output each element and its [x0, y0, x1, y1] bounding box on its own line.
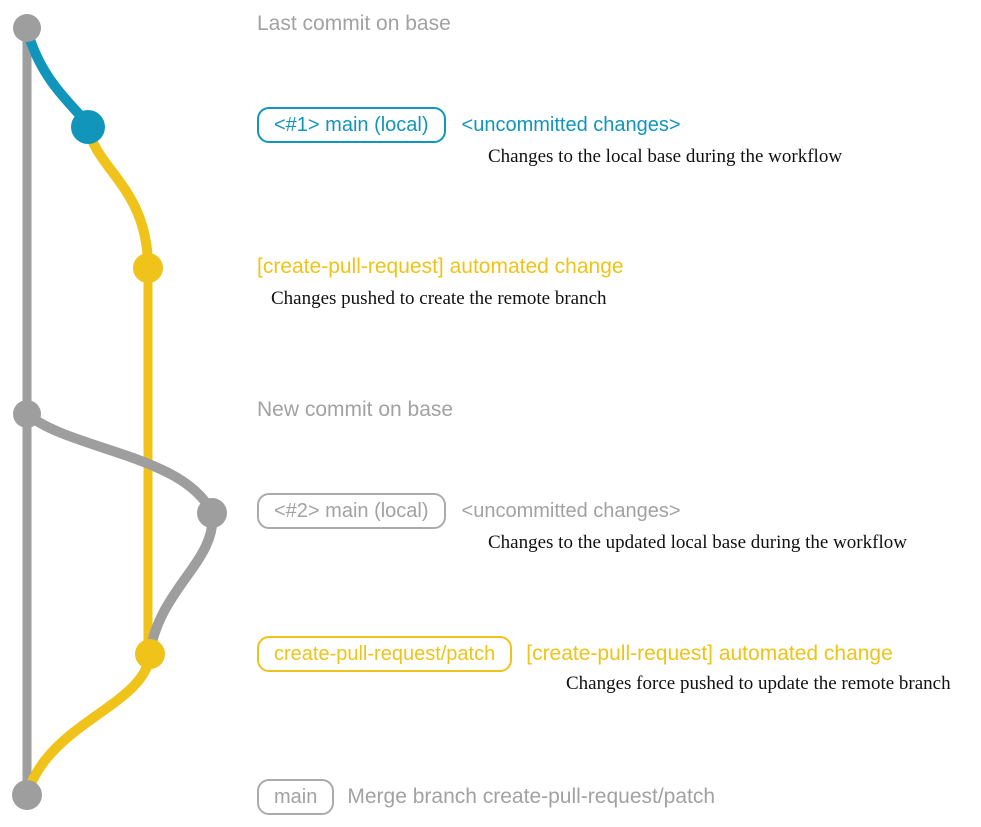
annotation-push1: Changes pushed to create the remote bran…: [271, 288, 607, 309]
commit-node-patch1: [133, 253, 163, 283]
edge-main1-to-patch: [83, 125, 153, 269]
row-main2: <#2> main (local) <uncommitted changes> …: [257, 493, 907, 554]
branch-badge-main: main: [257, 779, 335, 815]
commit-node-patch2: [135, 639, 165, 669]
row-push2: create-pull-request/patch [create-pull-r…: [257, 636, 951, 695]
row-main1: <#1> main (local) <uncommitted changes> …: [257, 107, 842, 168]
branch-badge-main2: <#2> main (local): [257, 493, 446, 529]
commit-node-last-base: [13, 14, 41, 42]
annotation-main2: Changes to the updated local base during…: [488, 532, 907, 553]
last-commit-label: Last commit on base: [257, 12, 451, 35]
branch-badge-main1: <#1> main (local): [257, 107, 446, 143]
edge-base-to-main1: [22, 28, 92, 128]
commit-node-new-base: [13, 400, 41, 428]
edge-main2-to-patch: [145, 512, 218, 655]
uncommitted-changes-label-2: <uncommitted changes>: [461, 499, 681, 522]
row-merge: main Merge branch create-pull-request/pa…: [257, 779, 715, 815]
annotation-main1: Changes to the local base during the wor…: [488, 146, 843, 167]
edge-base-to-main2: [23, 410, 217, 516]
annotation-push2: Changes force pushed to update the remot…: [566, 673, 951, 694]
commit-node-merge: [12, 780, 42, 810]
edge-patch-to-merge: [22, 653, 155, 797]
uncommitted-changes-label-1: <uncommitted changes>: [461, 113, 681, 136]
row-push1: [create-pull-request] automated change C…: [257, 255, 624, 310]
automated-change-label-2: [create-pull-request] automated change: [526, 642, 893, 665]
branch-badge-patch: create-pull-request/patch: [257, 636, 513, 672]
merge-commit-label: Merge branch create-pull-request/patch: [347, 785, 716, 808]
commit-node-main2: [197, 498, 227, 528]
commit-node-main1: [71, 110, 105, 144]
new-commit-label: New commit on base: [257, 398, 454, 421]
automated-change-label-1: [create-pull-request] automated change: [257, 255, 624, 278]
row-last-commit: Last commit on base: [257, 12, 451, 36]
row-new-commit: New commit on base: [257, 398, 453, 422]
